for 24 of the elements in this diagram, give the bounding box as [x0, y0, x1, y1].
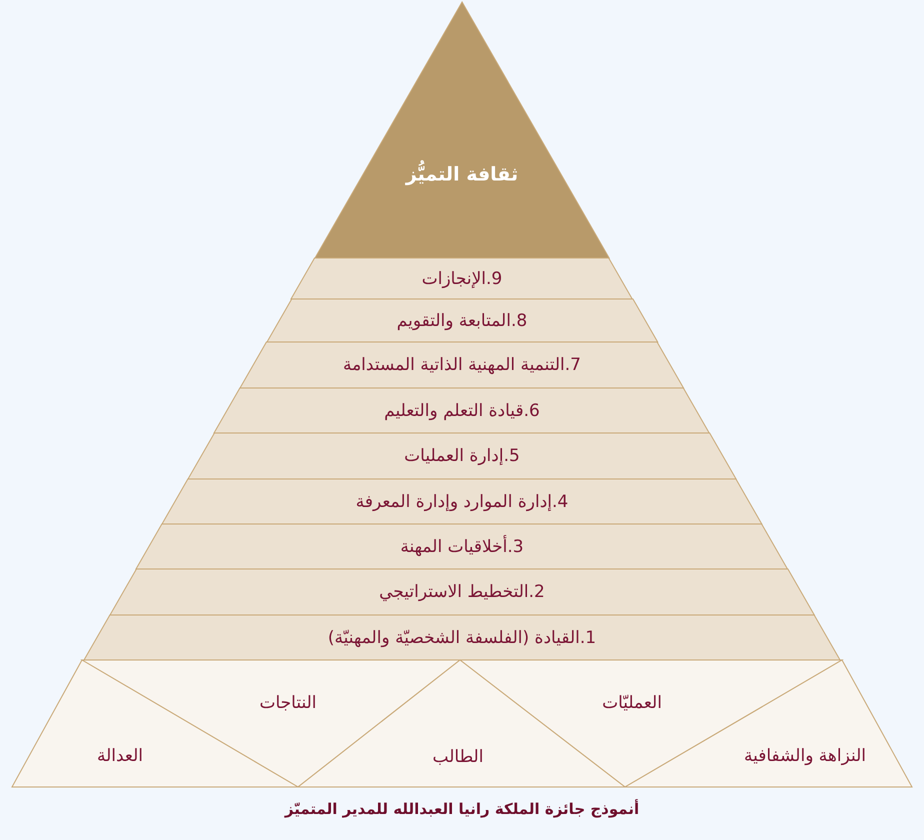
tier-label: 4.إدارة الموارد وإدارة المعرفة [356, 491, 568, 512]
pyramid-tier [240, 342, 684, 388]
tier-label: 5.إدارة العمليات [404, 446, 520, 466]
pyramid-tier [110, 569, 814, 615]
tier-label: النزاهة والشفافية [744, 746, 866, 766]
tier-label: العدالة [96, 746, 144, 766]
tier-label: 8.المتابعة والتقويم [396, 310, 528, 331]
pyramid-apex [314, 2, 610, 258]
tier-label: 2.التخطيط الاستراتيجي [379, 582, 545, 602]
pyramid-tier [266, 299, 658, 342]
tier-label: الطالب [432, 746, 484, 768]
figure-caption: أنموذج جائزة الملكة رانيا العبدالله للمدير المتميّز [284, 800, 640, 818]
tier-label: 7.التنمية المهنية الذاتية المستدامة [342, 354, 581, 376]
pyramid-tier [162, 479, 762, 524]
pyramid-tier [136, 524, 788, 569]
tier-label: النتاجات [259, 692, 317, 714]
tier-label: 9.الإنجازات [422, 268, 502, 289]
tier-label: العمليّات [602, 692, 662, 714]
pyramid-tier [188, 433, 736, 479]
pyramid-tier [84, 615, 840, 660]
tier-label: 3.أخلاقيات المهنة [400, 536, 524, 557]
tier-label: 6.قيادة التعلم والتعليم [384, 400, 540, 421]
tier-label: 1.القيادة (الفلسفة الشخصيّة والمهنيّة) [328, 627, 596, 648]
pyramid-tier [214, 388, 710, 433]
